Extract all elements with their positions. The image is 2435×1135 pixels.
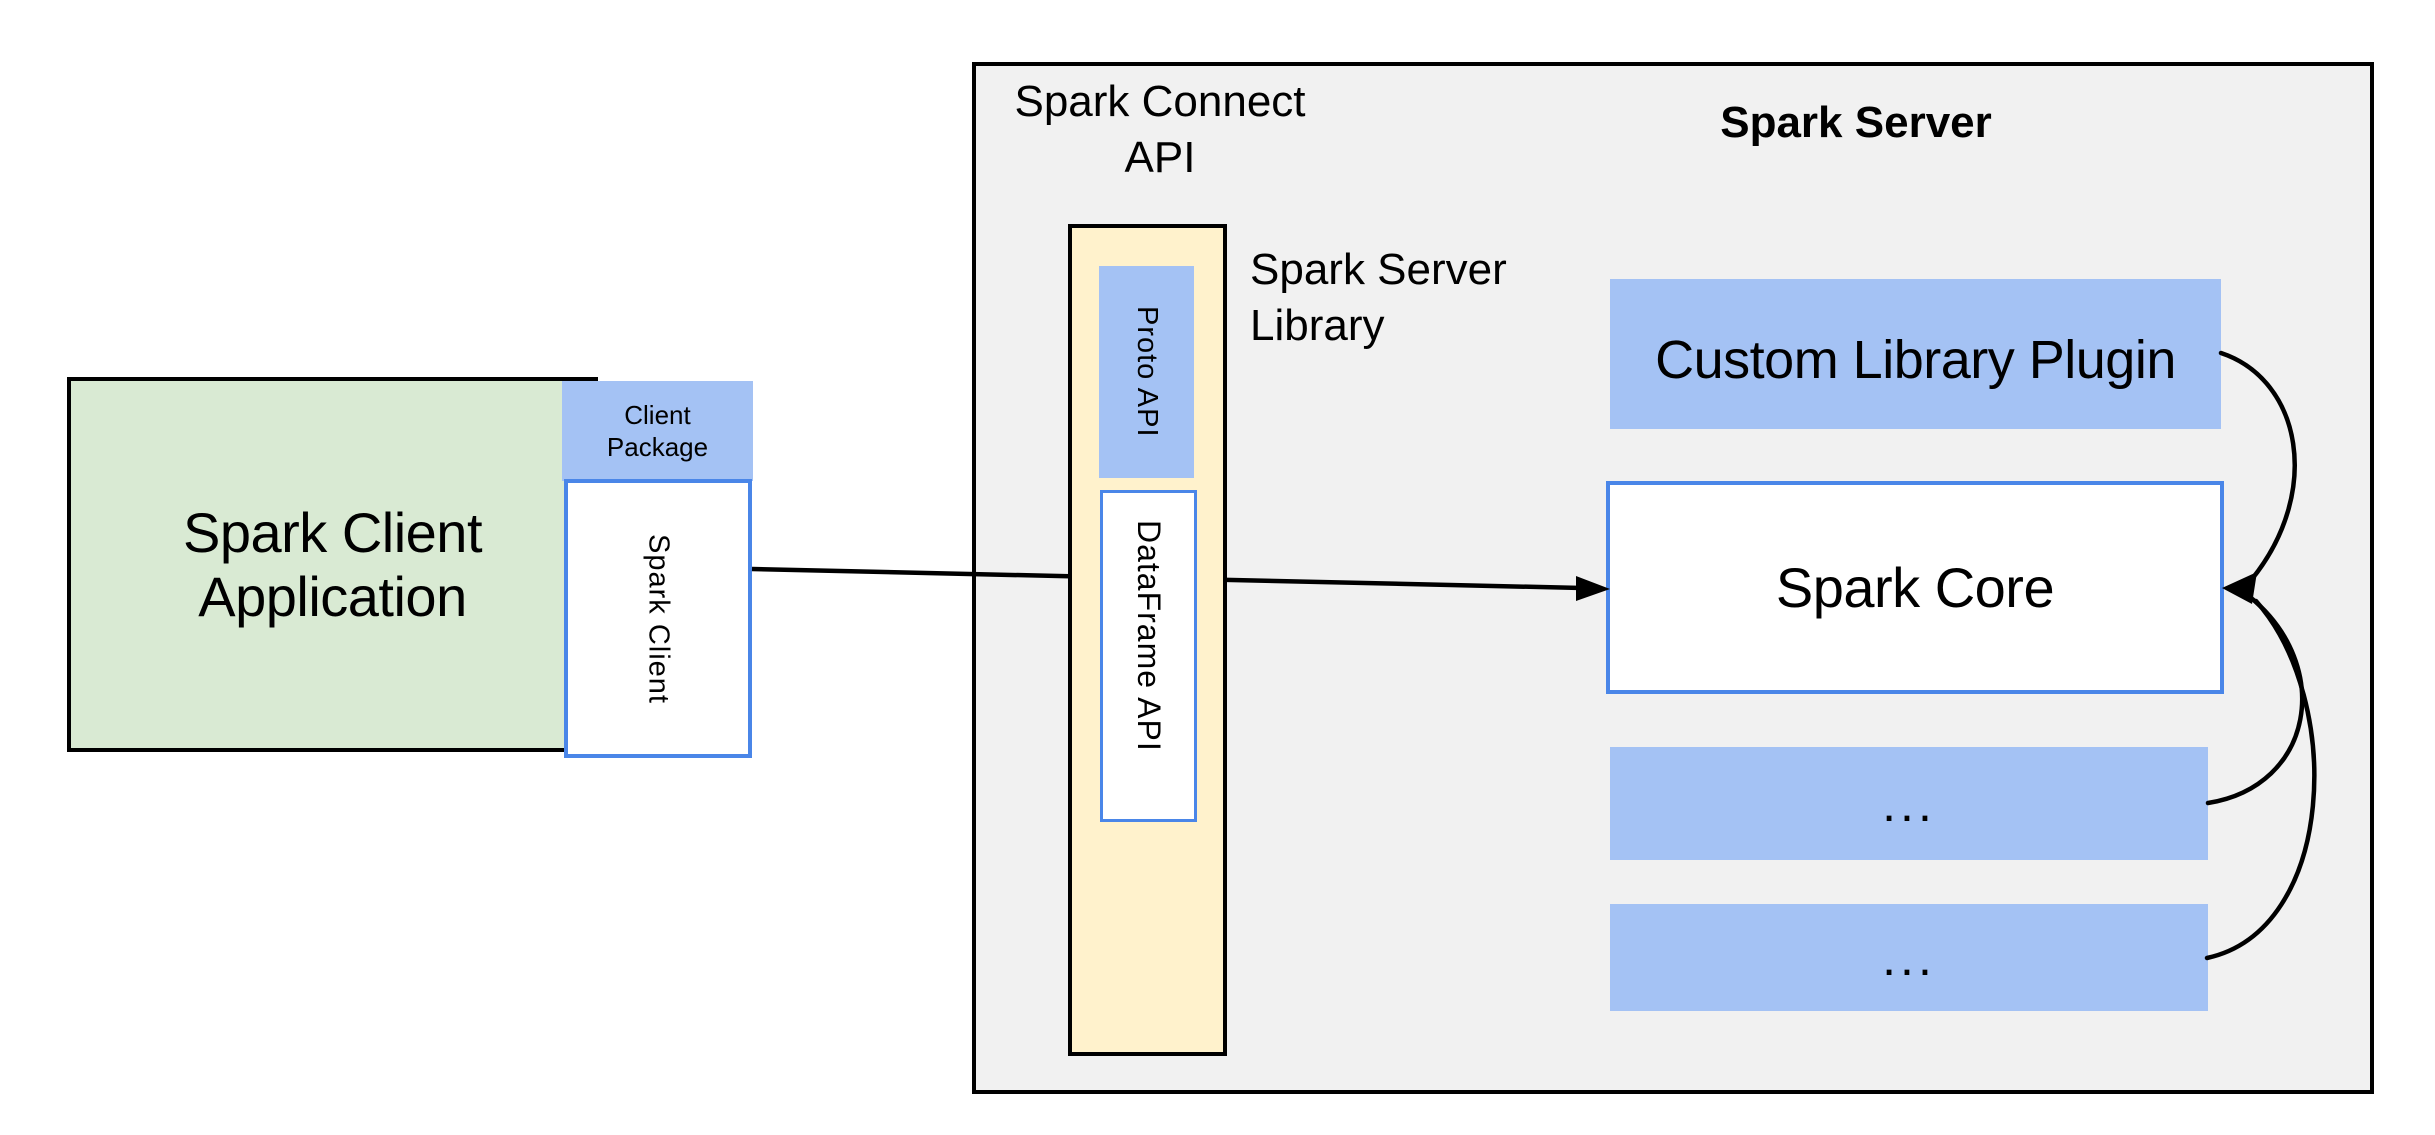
proto-api-box: Proto API: [1099, 266, 1194, 478]
dataframe-api-label: DataFrame API: [1131, 520, 1167, 752]
plugin-slot-2-label: ...: [1882, 929, 1936, 986]
spark-core-label: Spark Core: [1775, 556, 2055, 619]
custom-library-plugin-label: Custom Library Plugin: [1655, 330, 2176, 390]
spark-server-library-column: Proto API DataFrame API: [1068, 224, 1227, 1056]
spark-client-application-line2: Application: [198, 564, 467, 628]
spark-server-library-label: Spark Server Library: [1250, 242, 1610, 354]
dataframe-api-box: DataFrame API: [1100, 490, 1197, 822]
plugin-slot-2-box: ...: [1610, 904, 2208, 1011]
client-package-line2: Package: [606, 432, 709, 462]
spark-client-application-box: Spark Client Application: [67, 377, 598, 752]
client-package-line1: Client: [624, 400, 691, 430]
spark-server-title: Spark Server: [1720, 98, 1992, 147]
spark-connect-api-line1: Spark Connect: [1014, 77, 1306, 126]
spark-connect-api-line2: API: [1124, 133, 1196, 182]
proto-api-label: Proto API: [1131, 306, 1163, 438]
client-package-box: Client Package: [562, 381, 753, 481]
spark-server-library-line1: Spark Server: [1250, 245, 1507, 294]
spark-client-application-line1: Spark Client: [182, 500, 483, 564]
custom-library-plugin-box: Custom Library Plugin: [1610, 279, 2221, 429]
plugin-slot-1-label: ...: [1882, 775, 1936, 832]
spark-core-box: Spark Core: [1606, 481, 2224, 694]
spark-server-library-line2: Library: [1250, 301, 1385, 350]
spark-connect-api-label: Spark Connect API: [1000, 74, 1320, 186]
plugin-slot-1-box: ...: [1610, 747, 2208, 860]
spark-client-application-label: Spark Client Application: [182, 500, 483, 629]
spark-client-box: Spark Client: [564, 479, 752, 758]
spark-client-label: Spark Client: [642, 533, 675, 704]
